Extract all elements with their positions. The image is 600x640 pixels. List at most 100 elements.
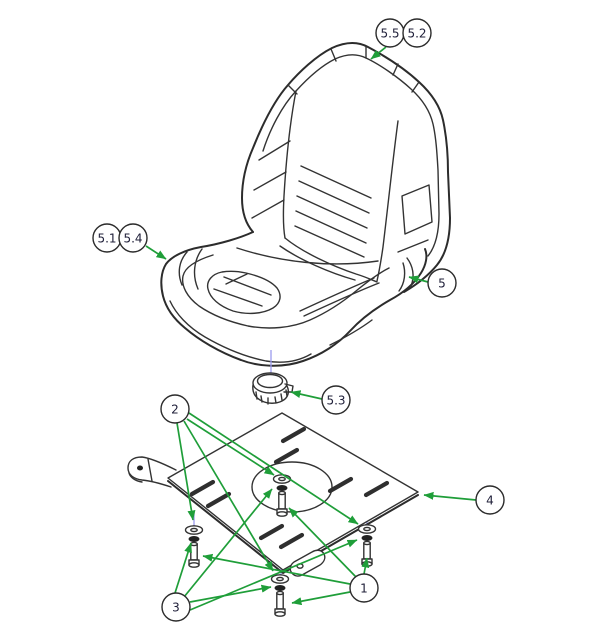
lock-washer [274, 585, 286, 591]
leader-1-to-front-bolt [291, 591, 351, 606]
callout-5.5-label: 5.5 [380, 27, 399, 41]
callout-5.2-circle [402, 18, 432, 48]
callout-4: 4 [475, 485, 505, 515]
bolt-tip [363, 540, 371, 546]
backrest-cushion-crease [279, 237, 378, 283]
plate-slot [327, 476, 354, 494]
callout-4-label: 4 [486, 494, 494, 508]
bolt-shaft [190, 543, 198, 561]
cushion-right-piping [299, 277, 380, 317]
callout-3-circle [161, 592, 191, 622]
flat-washer-hole [276, 576, 284, 582]
plate-slot [273, 447, 300, 465]
leader-1-to-center-bolt [288, 507, 357, 578]
backrest-left-bolster-seams [251, 140, 291, 219]
plate-slot [280, 426, 307, 444]
backrest-left-bolster-edge [282, 90, 297, 239]
callout-5: 5 [427, 268, 457, 298]
backrest-inner-band [262, 54, 440, 257]
knob-ribs [255, 389, 288, 405]
callout-1-circle [349, 573, 379, 603]
bolt-tip [278, 490, 286, 496]
cushion-left-bolster-seams [178, 248, 203, 290]
cushion-right-rear-detail [398, 257, 414, 292]
plate-left-tab-hole [137, 465, 143, 471]
bolt-shaft [276, 592, 284, 610]
cushion-notch-zigzag [213, 273, 272, 307]
leader-2-to-right-washer [188, 412, 359, 525]
plate-slot [205, 491, 232, 509]
leader-1-to-right-bolt [361, 557, 370, 575]
flat-washer [357, 524, 377, 534]
leader-3-to-center-lockwasher [183, 488, 273, 598]
leader-3-to-right-lockwasher [189, 539, 358, 611]
bolt-head-bottom [188, 562, 200, 568]
callout-5.4: 5.4 [118, 223, 148, 253]
backrest-top-seam-ticks [287, 46, 420, 95]
seat-assembly [160, 42, 451, 367]
flat-washer-hole [363, 526, 371, 532]
knob-side-tab [283, 383, 294, 393]
plate-top-face [167, 412, 419, 571]
backrest-lumbar-seams [294, 165, 372, 258]
lock-washer [276, 485, 288, 491]
leader-3-to-left-lockwasher [174, 542, 192, 594]
plate-thickness-edges [167, 480, 419, 574]
callout-5-label: 5 [438, 277, 446, 291]
callout-3-label: 3 [172, 601, 180, 615]
leader-5-to-seat-side [408, 275, 429, 284]
callout-5.2-label: 5.2 [407, 27, 426, 41]
callout-3: 3 [161, 592, 191, 622]
cushion-front-notch [206, 270, 281, 315]
callout-5.3-label: 5.3 [326, 394, 345, 408]
cushion-front-right-curve [329, 319, 373, 346]
fastener-stack-front [270, 574, 290, 617]
callout-5.1: 5.1 [92, 223, 122, 253]
mounting-plate [127, 412, 419, 577]
callout-2-label: 2 [171, 403, 179, 417]
cushion-outline [160, 231, 428, 367]
plate-slot [278, 532, 305, 550]
callout-5.3-circle [321, 385, 351, 415]
callout-5.3: 5.3 [321, 385, 351, 415]
bolt-shaft [363, 542, 371, 560]
callout-4-circle [475, 485, 505, 515]
plate-slot [258, 523, 285, 541]
leader-3-to-front-lockwasher [189, 584, 272, 603]
bolt-shaft [278, 492, 286, 510]
callout-5.5: 5.5 [375, 18, 405, 48]
bolt-tip [190, 541, 198, 547]
knob-base [252, 384, 290, 404]
lock-washer [188, 536, 200, 542]
leader-5.1-to-cushion [145, 245, 167, 260]
bolt-head-bottom [276, 511, 288, 517]
lock-washer [361, 535, 373, 541]
cushion-rear-sweep [236, 247, 379, 265]
leader-5.3-to-knob [290, 390, 323, 400]
plate-slot [189, 479, 216, 497]
callout-5.1-label: 5.1 [97, 232, 116, 246]
callouts: 5.5 5.2 5.1 5.4 5 5.3 2 4 [92, 18, 505, 622]
backrest-side-pocket [397, 184, 433, 253]
leader-5.5-to-backrest [370, 46, 387, 60]
plate-left-tab-fold [128, 458, 153, 483]
leader-4-to-plate [423, 491, 477, 501]
callout-1-label: 1 [360, 582, 368, 596]
callout-1: 1 [349, 573, 379, 603]
plate-slot [363, 480, 390, 498]
fastener-stack-left [184, 525, 204, 568]
callout-5.4-label: 5.4 [123, 232, 142, 246]
plate-left-tab [127, 456, 177, 488]
flat-washer [184, 525, 204, 535]
callout-5.4-circle [118, 223, 148, 253]
leader-lines [145, 46, 477, 611]
cushion-skirt-line [169, 300, 312, 363]
backrest-right-bolster-edge [376, 120, 399, 282]
flat-washer-hole [190, 527, 198, 533]
knob-dome-outer [252, 372, 288, 394]
leader-2-to-left-washer [176, 422, 196, 521]
bolt-head-bottom [274, 611, 286, 617]
callout-2: 2 [160, 394, 190, 424]
